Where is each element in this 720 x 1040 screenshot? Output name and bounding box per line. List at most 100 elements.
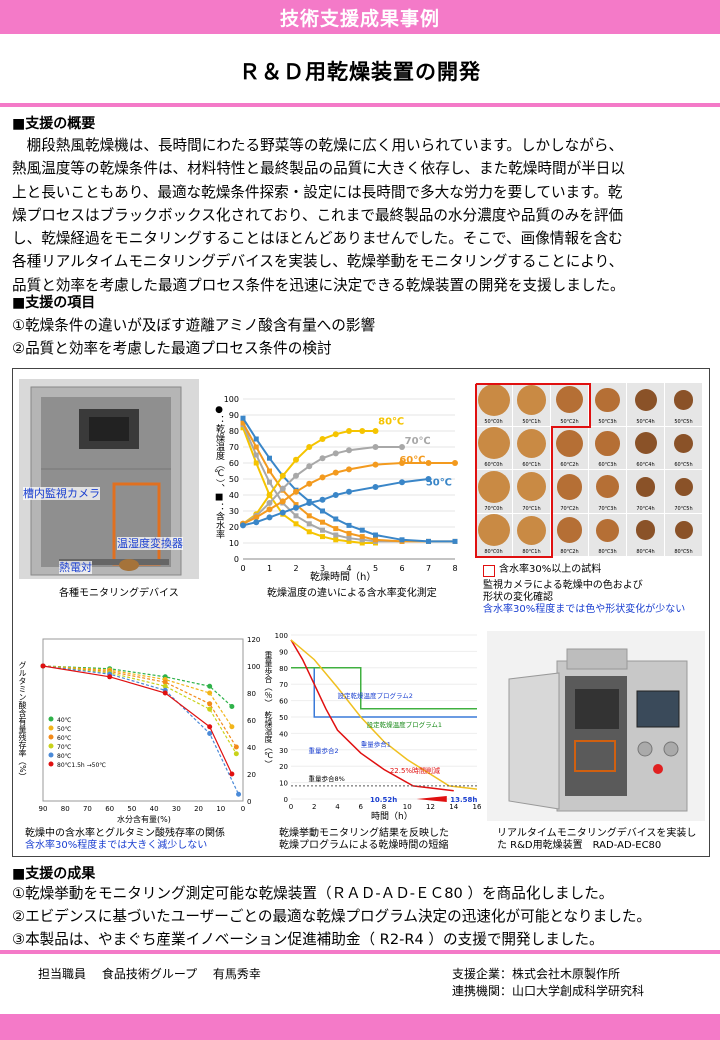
chart1-temp-point	[399, 444, 405, 450]
chart1-point	[320, 534, 325, 540]
results-heading: ■支援の成果	[12, 866, 96, 882]
chart2-point	[229, 771, 235, 777]
chart1-temp-point	[319, 436, 326, 442]
chart1-point	[240, 415, 246, 421]
chart1-temp-point	[253, 514, 260, 521]
sample-slice	[517, 472, 546, 502]
chart2-legend-marker	[48, 716, 54, 722]
chart3-xtick: 16	[473, 803, 482, 811]
chart1-temp-point	[332, 450, 339, 457]
chart2-xlabel: 水分含有量(%)	[117, 815, 171, 824]
chart1-temp-point	[425, 460, 432, 466]
partner: 連携機関：山口大学創成科学研究科	[452, 984, 645, 998]
sample-label: 70℃5h	[674, 505, 693, 512]
chart2-xtick: 10	[216, 805, 225, 813]
chart1-series-label: 50℃	[426, 477, 452, 488]
chart1-ytick: 40	[229, 491, 239, 500]
chart3-ytick: 10	[279, 780, 288, 788]
chart3-ytick: 60	[279, 698, 288, 706]
sample-label: 70℃3h	[598, 505, 617, 512]
chart1-point	[240, 420, 246, 426]
sample-photo: 60℃5h	[665, 426, 702, 469]
sample-slice	[634, 432, 657, 455]
chart1-series-line	[242, 422, 455, 543]
overview-line: し、乾燥経過をモニタリングすることはほとんどありませんでした。そこで、画像情報を…	[12, 230, 623, 248]
chart1-temp-point	[266, 506, 273, 513]
chart1-xtick: 7	[426, 564, 431, 573]
sample-photo: 80℃4h	[627, 513, 664, 556]
sample-slice	[595, 387, 620, 412]
sample-photo: 60℃0h	[475, 426, 512, 469]
overview-line: 品質と効率を考慮した最適プロセス条件を迅速に決定できる乾燥装置の開発を支援しまし…	[12, 276, 625, 294]
chart3-xtick: 4	[335, 803, 340, 811]
chart1-point	[293, 502, 299, 508]
sample-label: 50℃3h	[598, 418, 617, 425]
chart3-xtick: 14	[449, 803, 458, 811]
chart1-ytick: 70	[229, 443, 239, 452]
chart2-ytick: 100	[247, 663, 260, 671]
chart1-point	[320, 508, 325, 514]
chart2-xtick: 60	[105, 805, 114, 813]
chart1-ylabel: ●：乾燥温度（℃）、■：含水率	[214, 405, 224, 539]
overview-line: 燥プロセスはブラックボックス化されており、これまで最終製品の水分濃度や品質のみを…	[12, 206, 624, 224]
chart1-series-label: 80℃	[378, 417, 404, 428]
chart2-series-line	[42, 665, 237, 755]
sample-photo: 60℃1h	[513, 426, 550, 469]
sample-photo: 50℃2h	[551, 383, 588, 426]
chart1-xtick: 2	[293, 564, 298, 573]
chart3-reduction-label: 22.5%時間削減	[390, 766, 440, 775]
chart2-xtick: 40	[150, 805, 159, 813]
chart1-point	[306, 513, 312, 519]
chart1-point	[346, 538, 352, 544]
sample-label: 50℃2h	[560, 418, 579, 425]
chart1-temp-point	[372, 484, 379, 490]
overview-line: 熱風温度等の乾燥条件は、材料特性と最終製品の品質に大きく依存し、また乾燥時間が半…	[12, 160, 625, 178]
chart2-ytick: 40	[247, 744, 256, 752]
chart2-point	[207, 731, 213, 736]
sample-slice	[556, 386, 583, 414]
chart1-temp-point	[425, 476, 432, 482]
banner-text: 技術支援成果事例	[279, 8, 440, 30]
chart2-point	[229, 724, 235, 730]
chart1-ytick: 50	[229, 475, 239, 484]
sample-slice	[477, 470, 510, 503]
sample-label: 70℃1h	[522, 505, 541, 512]
chart1-temp-point	[293, 504, 299, 511]
sample-slice	[674, 521, 693, 540]
staff: 担当職員 食品技術グループ 有馬秀幸	[38, 967, 261, 981]
chart1-temp-point	[279, 498, 286, 505]
sample-label: 60℃4h	[636, 462, 655, 468]
chart2-point	[207, 701, 213, 707]
chart3-weight1-line	[290, 639, 478, 790]
chart2-xtick: 0	[241, 805, 245, 813]
chart3-ylabel: 重量歩合（％） 乾燥温度（℃）	[264, 651, 273, 768]
chart2-point	[233, 751, 239, 757]
sample-photo: 60℃2h	[551, 426, 588, 469]
sample-label: 60℃2h	[560, 462, 579, 468]
chart2-legend-marker	[48, 761, 54, 767]
chart1-temp-point	[306, 463, 313, 470]
chart2-point	[207, 683, 213, 689]
chart1-point	[267, 455, 272, 461]
chart2-point	[40, 663, 46, 669]
sample-slice	[517, 515, 546, 545]
chart3-ytick: 90	[279, 648, 288, 656]
chart1-ytick: 80	[229, 427, 239, 436]
sample-label: 70℃2h	[560, 505, 579, 512]
photo-caption-1: 監視カメラによる乾燥中の色および	[483, 580, 643, 591]
sample-slice	[477, 514, 510, 547]
chart2-legend-label: 70℃	[57, 744, 72, 751]
sample-label: 50℃4h	[636, 418, 655, 425]
banner: 技術支援成果事例	[0, 0, 720, 34]
chart1-point	[293, 513, 299, 519]
sample-label: 50℃0h	[484, 418, 503, 425]
chart3-t1-label: 10.52h	[370, 796, 397, 804]
chart3-ytick: 20	[279, 763, 288, 771]
chart1-temp-point	[306, 480, 313, 487]
chart2-point	[162, 690, 168, 696]
sample-label: 60℃1h	[522, 462, 541, 468]
chart1-ytick: 20	[229, 523, 239, 532]
chart1-temp-point	[346, 488, 352, 495]
chart1-point	[320, 527, 325, 533]
